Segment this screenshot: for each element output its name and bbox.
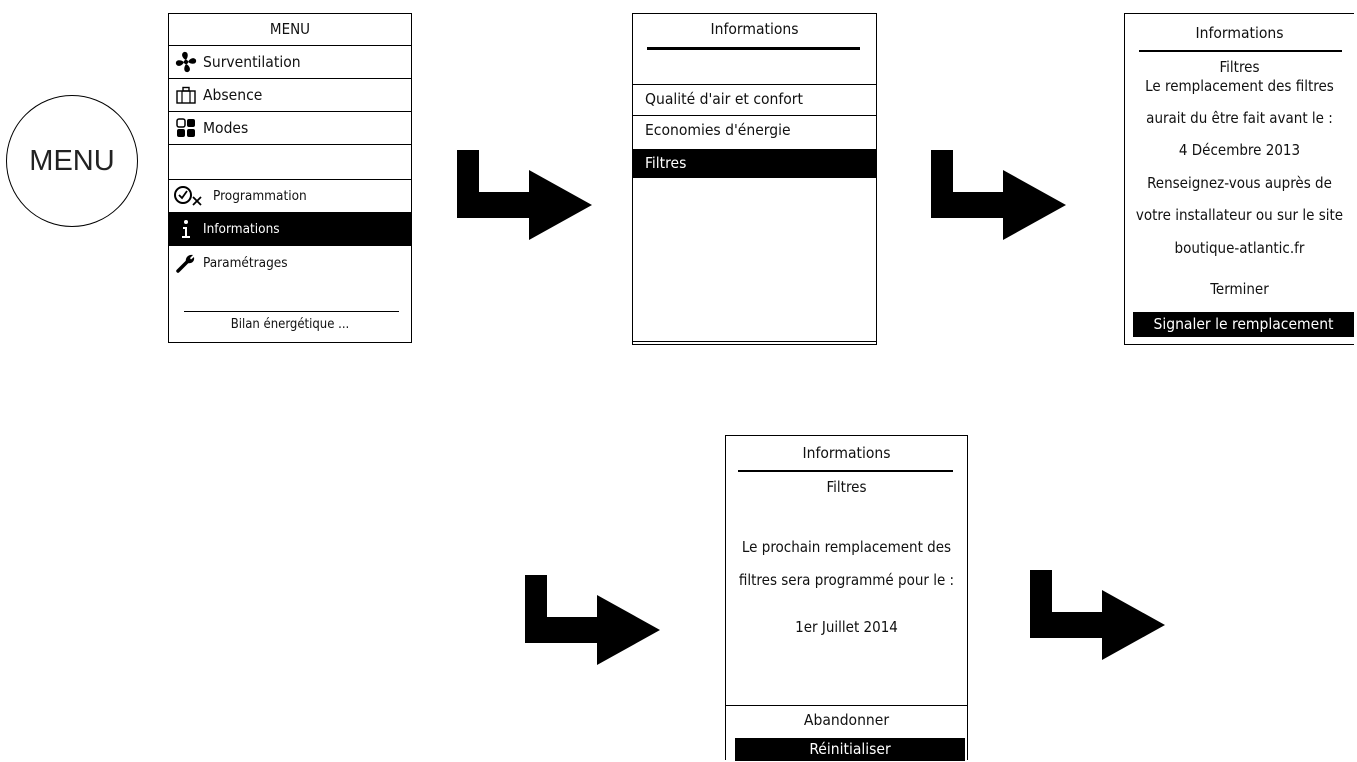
divider [633, 341, 876, 342]
informations-screen: Informations Qualité d'air et confort Ec… [632, 13, 877, 345]
wrench-icon [169, 253, 203, 273]
flow-arrow-4 [1030, 570, 1165, 660]
informations-list: Qualité d'air et confort Economies d'éne… [633, 84, 876, 178]
message-line: Le remplacement des filtres [1145, 77, 1334, 95]
message-date: 4 Décembre 2013 [1178, 141, 1301, 159]
menu-item-informations[interactable]: Informations [169, 213, 411, 246]
message-line: Renseignez-vous auprès de [1147, 174, 1332, 192]
menu-item-label: Informations [203, 221, 280, 237]
list-item-filtres[interactable]: Filtres [633, 149, 876, 178]
menu-item-label: Programmation [213, 188, 307, 204]
signaler-remplacement-button[interactable]: Signaler le remplacement [1133, 312, 1354, 337]
menu-item-empty [169, 145, 411, 180]
fan-icon [169, 51, 203, 73]
filtres-screen-title: Informations [1195, 24, 1284, 42]
message-line: aurait du être fait avant le : [1146, 109, 1333, 127]
reinit-screen-title: Informations [802, 444, 891, 462]
modes-grid-icon [169, 118, 203, 138]
flow-arrow-3 [525, 575, 660, 665]
message-website: boutique-atlantic.fr [1174, 239, 1305, 257]
bilan-energetique-link[interactable]: Bilan énergétique ... [230, 317, 350, 332]
menu-item-label: Paramétrages [203, 254, 288, 271]
menu-item-surventilation[interactable]: Surventilation [169, 46, 411, 79]
message-line: Le prochain remplacement des [741, 538, 952, 556]
menu-item-parametrages[interactable]: Paramétrages [169, 246, 411, 279]
menu-screen: MENU Surventilation Absence [168, 13, 412, 343]
flow-arrow-2 [931, 150, 1066, 240]
list-item-economies-energie[interactable]: Economies d'énergie [633, 115, 876, 146]
flow-arrow-1 [457, 150, 592, 240]
abandonner-button[interactable]: Abandonner [726, 705, 967, 735]
clock-check-icon [169, 185, 213, 207]
info-icon [169, 219, 203, 239]
menu-item-programmation[interactable]: Programmation [169, 180, 411, 213]
menu-item-label: Absence [203, 86, 263, 104]
suitcase-icon [169, 86, 203, 104]
title-underline [738, 470, 953, 472]
title-underline [647, 47, 860, 50]
menu-item-label: Modes [203, 119, 249, 137]
list-item-qualite-air[interactable]: Qualité d'air et confort [633, 84, 876, 115]
reinitialiser-button[interactable]: Réinitialiser [735, 738, 965, 761]
menu-screen-title: MENU [169, 14, 411, 46]
menu-button-label: MENU [29, 144, 115, 177]
filtres-subtitle: Filtres [1219, 58, 1260, 76]
menu-button[interactable]: MENU [6, 95, 138, 227]
menu-item-modes[interactable]: Modes [169, 112, 411, 145]
terminer-button[interactable]: Terminer [1210, 280, 1269, 298]
message-date: 1er Juillet 2014 [795, 618, 898, 636]
message-line: votre installateur ou sur le site [1135, 206, 1344, 224]
reinit-subtitle: Filtres [826, 478, 867, 496]
message-line: filtres sera programmé pour le : [738, 571, 955, 589]
reinitialiser-screen: Informations Filtres Le prochain remplac… [725, 435, 968, 761]
title-underline [1139, 50, 1342, 52]
filtres-screen: Informations Filtres Le remplacement des… [1124, 13, 1354, 345]
menu-item-absence[interactable]: Absence [169, 79, 411, 112]
divider [184, 311, 399, 312]
informations-screen-title: Informations [710, 20, 799, 38]
menu-item-label: Surventilation [203, 53, 301, 71]
